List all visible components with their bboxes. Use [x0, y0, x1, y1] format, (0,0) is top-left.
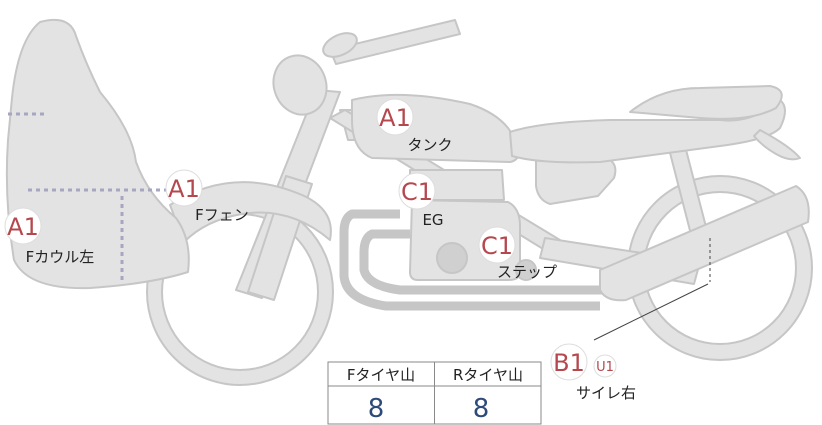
part-label: Fカウル左: [26, 248, 95, 266]
headlight: [272, 54, 328, 116]
part-label: EG: [422, 211, 443, 229]
grade-label: A1: [168, 175, 200, 203]
sub-grade-badge: [593, 354, 617, 378]
annotation-step: C1 ステップ: [478, 226, 557, 281]
grade-badge: [4, 207, 42, 245]
muffler-leader-line: [593, 238, 711, 341]
grade-badge: [398, 172, 436, 210]
grade-label: C1: [401, 178, 433, 206]
sprocket-cover: [515, 259, 537, 281]
tail-light: [753, 129, 801, 161]
part-label: ステップ: [497, 263, 557, 281]
engine-cover: [436, 242, 468, 274]
grade-badge: [478, 226, 516, 264]
part-label: タンク: [407, 136, 452, 154]
muffler: [599, 185, 810, 302]
part-label: サイレ右: [576, 384, 636, 402]
grade-badge: [165, 169, 203, 207]
part-label: Fフェン: [195, 206, 249, 224]
cowl-dotted-lines: [8, 112, 166, 282]
annotation-tank: A1 タンク: [376, 98, 453, 154]
grade-badge: [550, 343, 588, 381]
front-fender-shape: [169, 181, 332, 243]
annotation-muffler-right: B1 U1 サイレ右: [550, 343, 636, 402]
tire-table: Fタイヤ山 Rタイヤ山 8 8: [327, 361, 542, 425]
motorcycle-silhouette: [5, 18, 813, 386]
front-tire-header: Fタイヤ山: [347, 366, 415, 384]
rear-cowl: [629, 85, 783, 120]
exhaust-pipe-1: [339, 209, 600, 311]
seat: [509, 99, 786, 164]
front-tire-value: 8: [368, 394, 385, 424]
rear-tire-header: Rタイヤ山: [453, 366, 523, 384]
grade-label: B1: [553, 349, 585, 377]
front-cowl-shape: [5, 18, 190, 290]
grade-label: A1: [379, 104, 411, 132]
rear-tire-value: 8: [473, 394, 490, 424]
grade-label: C1: [481, 232, 513, 260]
grade-badge: [376, 98, 414, 136]
sub-grade-label: U1: [596, 360, 614, 375]
mirror: [322, 32, 358, 58]
handlebar: [329, 19, 461, 65]
grade-label: A1: [7, 213, 39, 241]
exhaust-pipe-2: [359, 229, 604, 295]
